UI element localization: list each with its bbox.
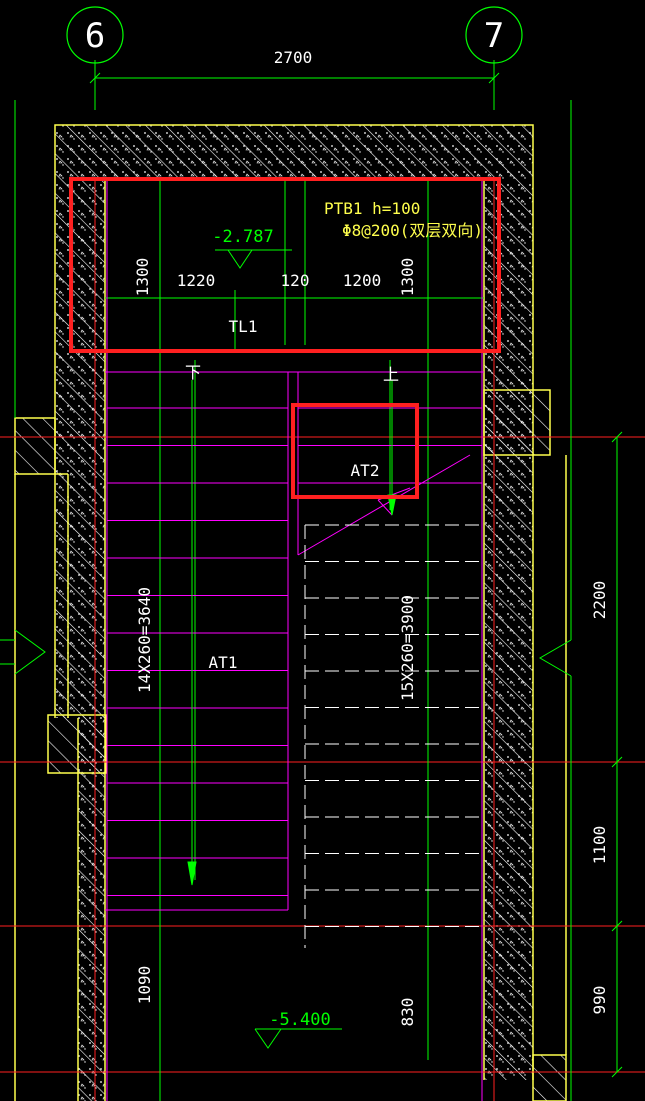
dim-flight-right: 15X260=3900 <box>398 595 417 701</box>
dim-flight-left: 14X260=3640 <box>135 587 154 693</box>
dim-landing-gap: 120 <box>281 271 310 290</box>
dim-top-total: 2700 <box>274 48 313 67</box>
dim-landing-left: 1300 <box>133 258 152 297</box>
label-flight-left: AT1 <box>209 653 238 672</box>
stair-flights <box>105 180 484 1101</box>
right-flight-treads <box>298 407 482 948</box>
elevation-top: -2.787 <box>212 227 273 247</box>
label-down-mark: 下 <box>185 363 201 382</box>
dim-landing-w1: 1220 <box>177 271 216 290</box>
highlight-box-landing <box>69 177 501 353</box>
label-slab: PTB1 h=100 <box>324 199 420 218</box>
axis-bubble-6: 6 <box>66 6 124 64</box>
walls <box>14 124 567 1101</box>
label-flight-right: AT2 <box>351 461 380 480</box>
label-rebar: Φ8@200(双层双向) <box>342 221 483 240</box>
axis-bubble-7: 7 <box>465 6 523 64</box>
elevation-bottom: -5.400 <box>269 1010 330 1030</box>
dim-right-lower: 990 <box>590 986 609 1015</box>
label-up-mark: 上 <box>383 365 399 384</box>
green-grid <box>0 60 623 1101</box>
dim-right-upper: 2200 <box>590 581 609 620</box>
svg-text:7: 7 <box>484 16 504 56</box>
dim-landing-right: 1300 <box>398 258 417 297</box>
svg-text:6: 6 <box>85 16 105 56</box>
highlight-box-at2 <box>291 403 419 499</box>
left-flight-treads <box>107 407 288 896</box>
walk-arrows <box>187 380 397 886</box>
dim-right-mid: 1100 <box>590 826 609 865</box>
dim-bottom-mid: 830 <box>398 998 417 1027</box>
dim-landing-w2: 1200 <box>343 271 382 290</box>
label-beam: TL1 <box>229 317 258 336</box>
dim-bottom-left: 1090 <box>135 966 154 1005</box>
